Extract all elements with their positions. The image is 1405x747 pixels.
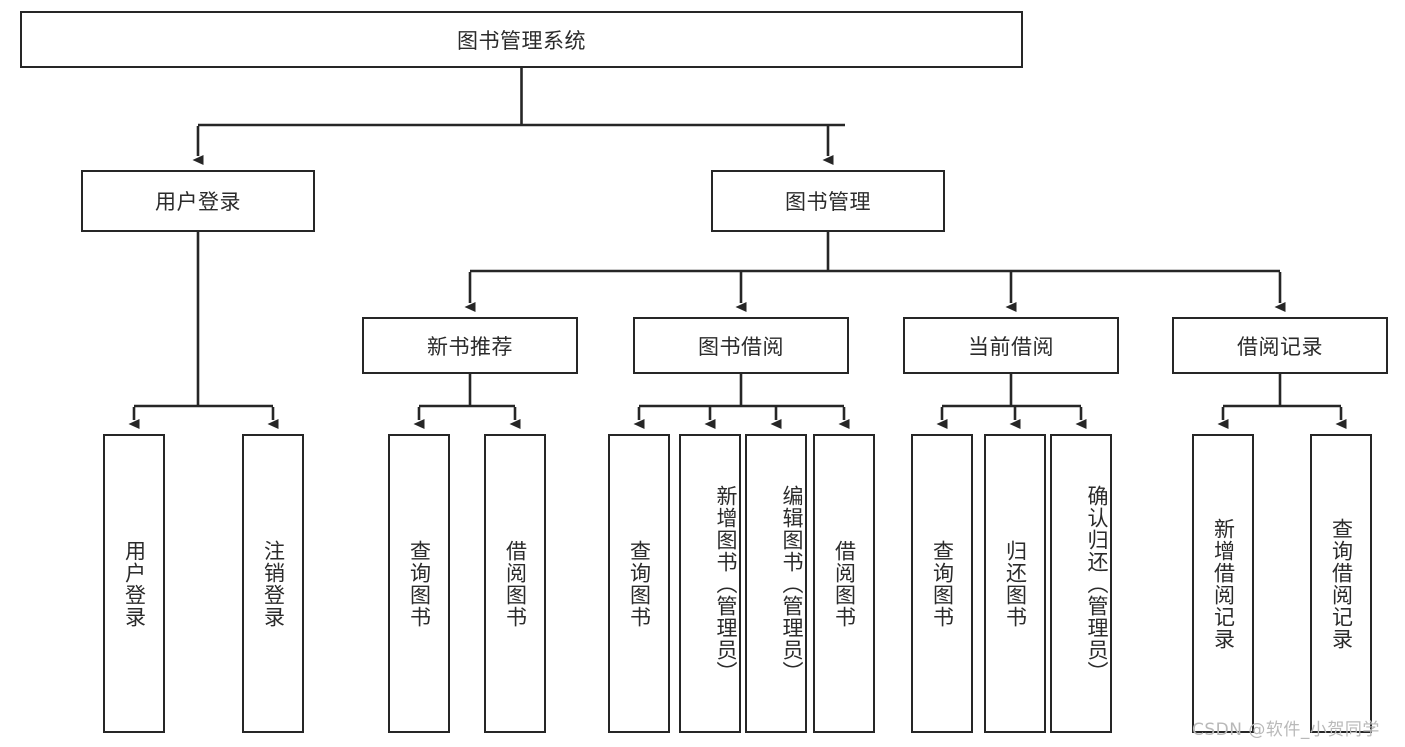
edge-currentborrow-to-leaves (936, 374, 1087, 429)
node-leaf-user-login[interactable]: 用户登录 (103, 434, 165, 733)
node-leaf-add-book[interactable]: 新增图书（管理员） (679, 434, 741, 733)
node-book-manage[interactable]: 图书管理 (711, 170, 945, 232)
node-borrow-record[interactable]: 借阅记录 (1172, 317, 1388, 374)
node-leaf-edit-book[interactable]: 编辑图书（管理员） (745, 434, 807, 733)
edge-borrowrecord-to-leaves (1217, 374, 1347, 429)
node-leaf-borrow-book[interactable]: 借阅图书 (813, 434, 875, 733)
node-leaf-query-book-borrow[interactable]: 查询图书 (608, 434, 670, 733)
edge-userlogin-to-leaves (128, 232, 279, 429)
node-leaf-confirm-return[interactable]: 确认归还（管理员） (1050, 434, 1112, 733)
node-new-book-recommend[interactable]: 新书推荐 (362, 317, 578, 374)
node-leaf-query-borrow-record[interactable]: 查询借阅记录 (1310, 434, 1372, 733)
node-leaf-query-book-rec[interactable]: 查询图书 (388, 434, 450, 733)
watermark-text: CSDN @软件_小贺同学 (1192, 720, 1380, 740)
node-leaf-borrow-book-rec[interactable]: 借阅图书 (484, 434, 546, 733)
edge-root-to-level2 (192, 68, 845, 165)
node-root[interactable]: 图书管理系统 (20, 11, 1023, 68)
node-leaf-return-book[interactable]: 归还图书 (984, 434, 1046, 733)
node-leaf-query-book-cur[interactable]: 查询图书 (911, 434, 973, 733)
node-user-login[interactable]: 用户登录 (81, 170, 315, 232)
node-leaf-add-borrow-record[interactable]: 新增借阅记录 (1192, 434, 1254, 733)
edge-bookborrow-to-leaves (633, 374, 850, 429)
node-leaf-logout[interactable]: 注销登录 (242, 434, 304, 733)
edge-newbook-to-leaves (413, 374, 521, 429)
edge-bookmanage-to-level3 (464, 232, 1286, 312)
node-book-borrow[interactable]: 图书借阅 (633, 317, 849, 374)
node-current-borrow[interactable]: 当前借阅 (903, 317, 1119, 374)
